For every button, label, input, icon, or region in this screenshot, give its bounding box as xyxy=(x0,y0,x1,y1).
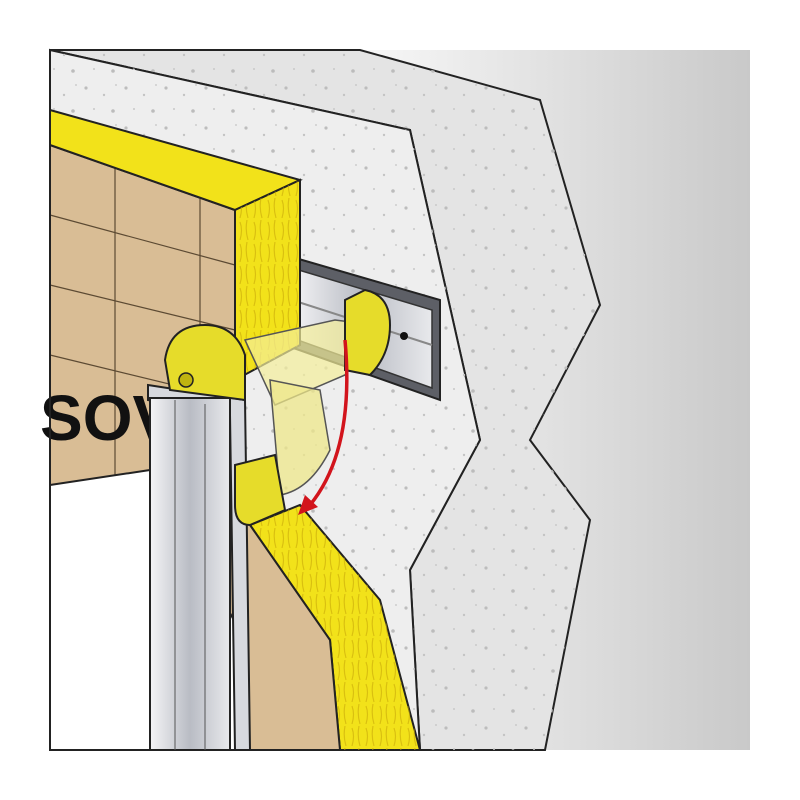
insulation-clip xyxy=(163,288,392,527)
rotation-arrow-icon xyxy=(298,339,349,515)
metal-stud xyxy=(147,383,252,751)
